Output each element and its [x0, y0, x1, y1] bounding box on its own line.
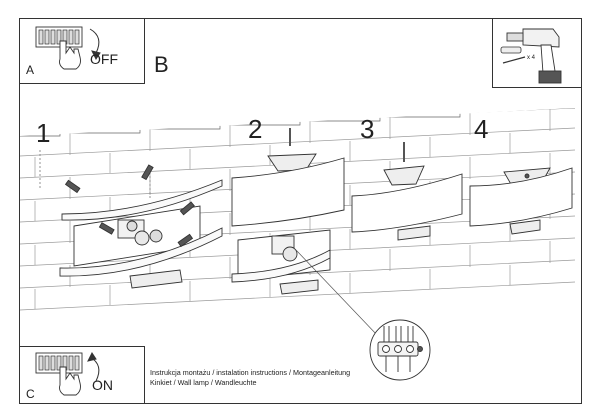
panel-power-on: C ON: [19, 346, 145, 404]
step4-illustration: [469, 167, 573, 235]
step-3-number: 3: [360, 114, 375, 144]
quantity-label: x 4: [527, 55, 536, 61]
rotate-arrow-icon: [89, 28, 101, 60]
step-1-number: 1: [36, 118, 51, 148]
hand-icon: [59, 366, 81, 396]
panel-a-letter: A: [26, 63, 35, 77]
off-label: OFF: [90, 51, 118, 67]
drill-icon: [500, 28, 562, 84]
step-4-number: 4: [474, 114, 489, 144]
step2-illustration: [231, 128, 379, 337]
connector-block-icon: [369, 319, 431, 381]
rotate-arrow-icon: [87, 352, 100, 382]
panel-tools: x 4: [492, 18, 582, 88]
panel-c-letter: C: [26, 387, 35, 401]
caption-line-1: Instrukcja montażu / instalation instruc…: [150, 368, 351, 377]
step3-illustration: [351, 142, 463, 241]
step-2-number: 2: [248, 114, 263, 144]
circuit-breaker-icon: [35, 26, 101, 70]
screw-icon: [502, 56, 526, 64]
circuit-breaker-icon: [35, 352, 100, 396]
on-label: ON: [92, 377, 113, 393]
panel-b-letter: B: [154, 52, 169, 77]
panel-power-off: A OFF: [19, 18, 145, 84]
hand-icon: [59, 40, 81, 70]
wall-plug-icon: [500, 46, 522, 54]
caption-line-2: Kinkiet / Wall lamp / Wandleuchte: [150, 378, 257, 387]
diagram-frame: [19, 18, 582, 404]
step1-illustration: [39, 150, 223, 289]
